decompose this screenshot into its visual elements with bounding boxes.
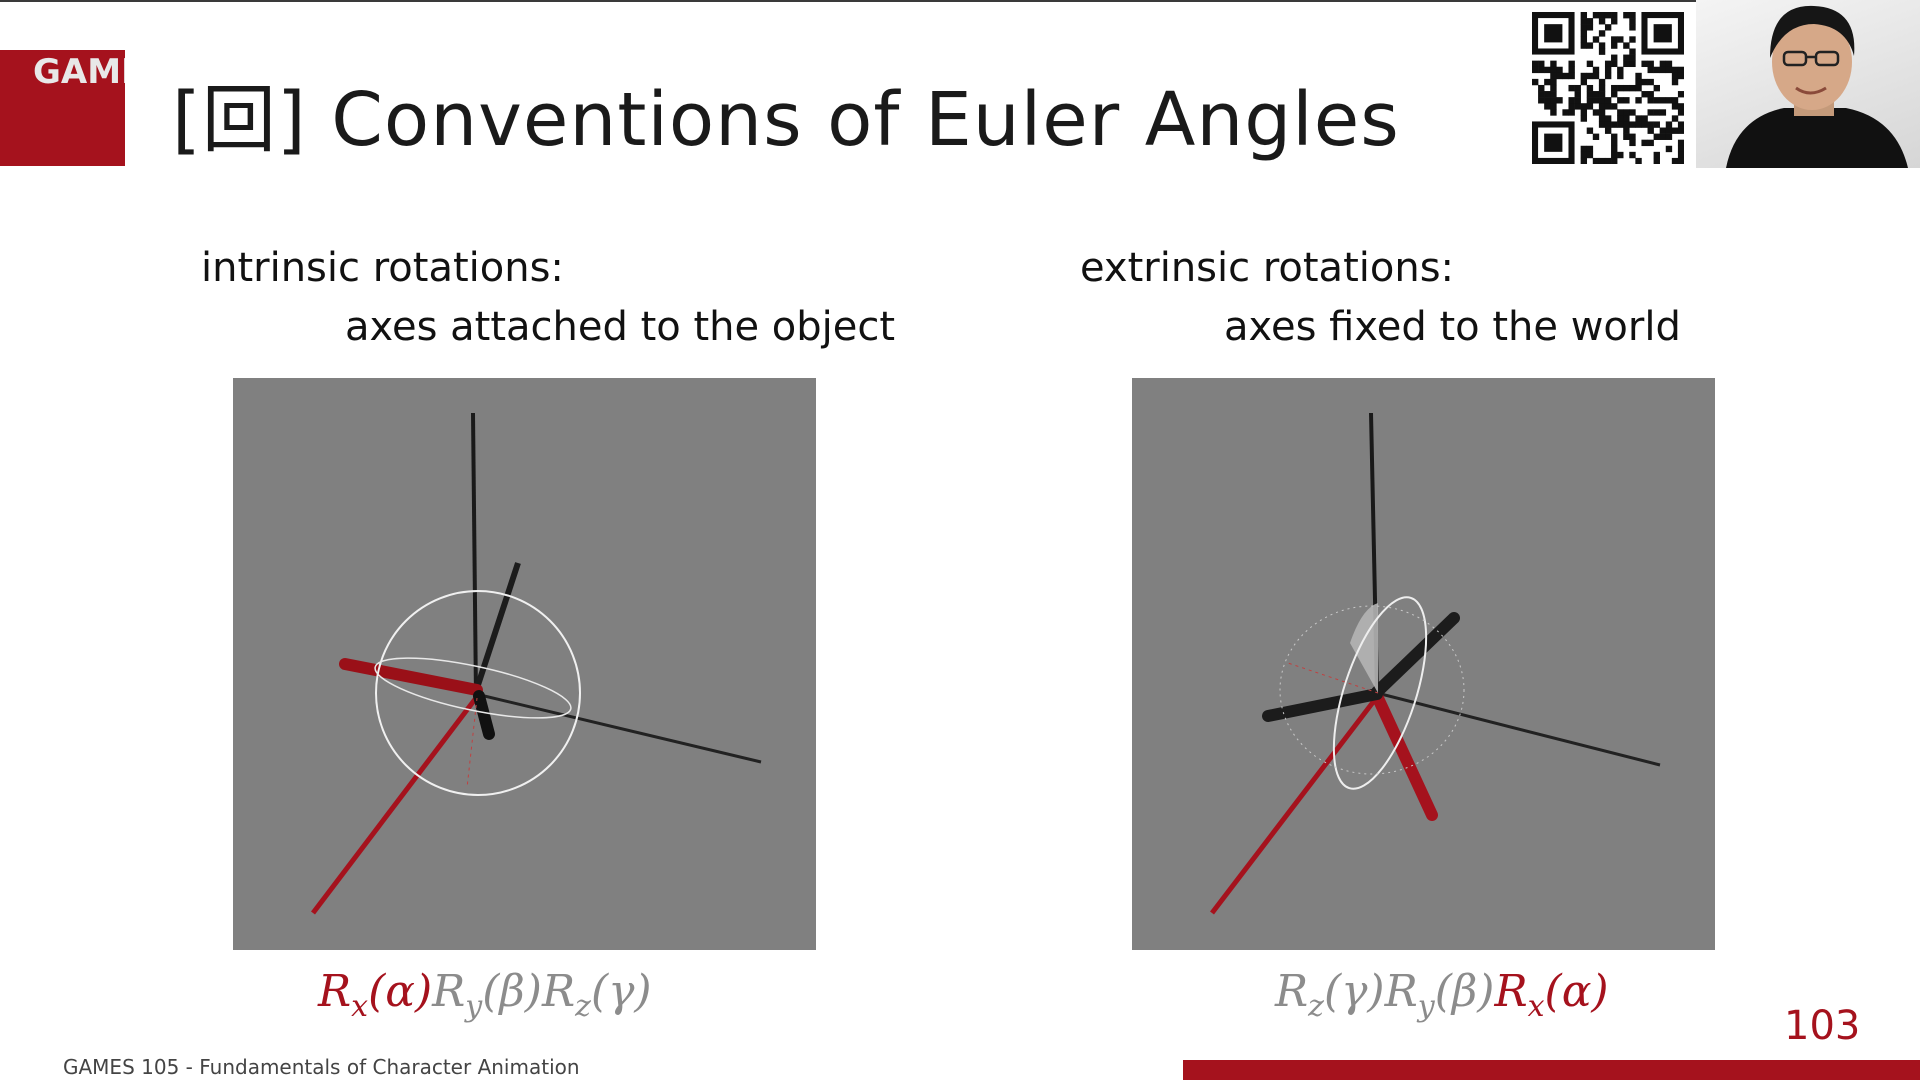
red-axis-rod (339, 658, 483, 696)
games-logo: GAMES (0, 50, 125, 166)
qr-code-graphic (1532, 12, 1685, 165)
rotation-sphere (1279, 605, 1465, 775)
dashed-guide-line (466, 697, 478, 789)
intrinsic-formula: Rx(α)Ry(β)Rz(γ) (318, 966, 652, 1024)
intrinsic-animation-panel (233, 378, 816, 950)
extrinsic-animation-panel (1132, 378, 1715, 950)
presenter-figure (1726, 5, 1908, 168)
extrinsic-formula: Rz(γ)Ry(β)Rx(α) (1275, 966, 1609, 1024)
footer-text: GAMES 105 - Fundamentals of Character An… (63, 1055, 580, 1079)
horizontal-axis-line (1376, 691, 1661, 767)
vertical-axis-line (471, 412, 478, 699)
black-axis-rod-upper (1371, 612, 1460, 698)
rotation-ring (374, 657, 572, 719)
red-axis-line (1210, 691, 1382, 915)
black-axis-rod (473, 690, 495, 740)
horizontal-axis-line (475, 692, 762, 764)
rotation-ring (1332, 596, 1428, 790)
red-axis-rod (1371, 690, 1438, 821)
slide-title: [回] Conventions of Euler Angles (172, 77, 1400, 163)
qr-code-image (1532, 12, 1685, 165)
black-axis-rod-left (1262, 688, 1383, 722)
footer-accent-bar (1183, 1060, 1920, 1080)
dashed-guide-line (1287, 662, 1379, 694)
extrinsic-subheading: axes fixed to the world (1224, 304, 1681, 350)
top-rule (0, 0, 1920, 2)
red-axis-line (311, 692, 481, 915)
rotation-sphere (375, 590, 581, 796)
intrinsic-subheading: axes attached to the object (345, 304, 896, 350)
tilted-axis-rod (474, 562, 521, 689)
rotation-wedge (1350, 603, 1378, 693)
presenter-webcam (1696, 0, 1920, 168)
page-number: 103 (1784, 1003, 1861, 1049)
logo-text: GAMES (33, 52, 125, 92)
extrinsic-heading: extrinsic rotations: (1080, 245, 1455, 291)
intrinsic-heading: intrinsic rotations: (201, 245, 564, 291)
